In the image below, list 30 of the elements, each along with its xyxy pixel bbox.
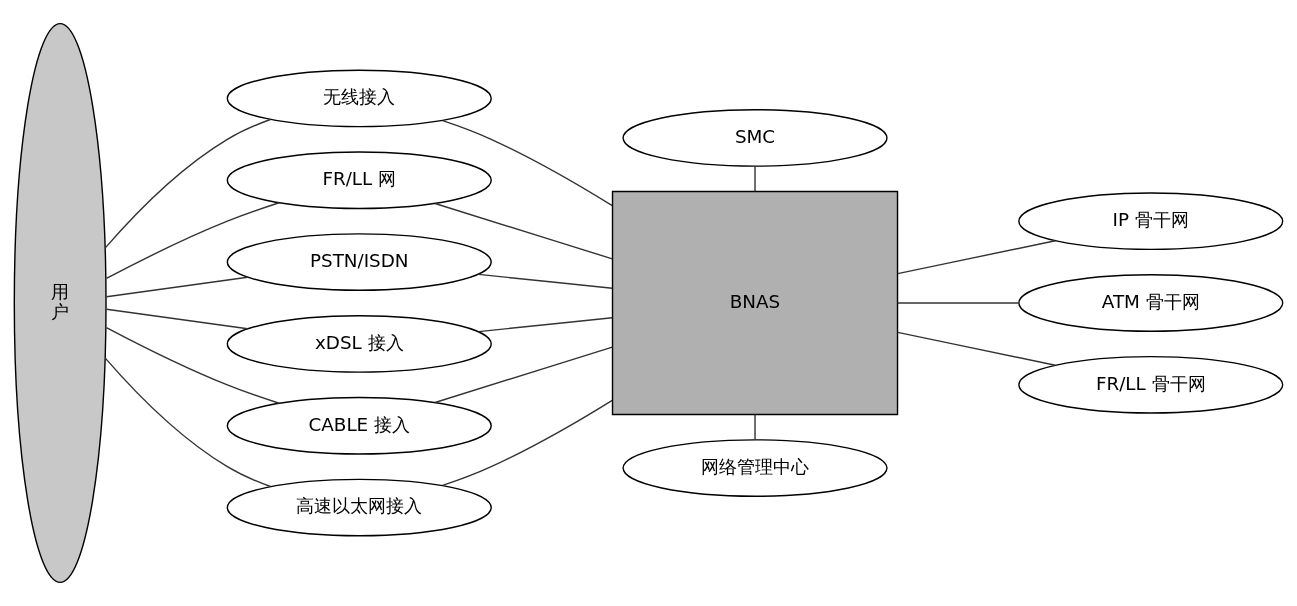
connector	[897, 302, 1020, 304]
connector	[441, 399, 613, 487]
connector	[754, 413, 756, 441]
connector	[434, 202, 614, 260]
node-ellipse: 用户	[13, 22, 107, 584]
connector	[441, 119, 613, 207]
connector	[105, 276, 249, 298]
node-ellipse: FR/LL 网	[226, 151, 492, 210]
connector	[897, 331, 1056, 366]
node-ellipse: 高速以太网接入	[226, 478, 492, 537]
connector	[434, 346, 614, 404]
connector	[105, 308, 249, 330]
node-ellipse: 无线接入	[226, 69, 492, 128]
connector	[477, 273, 613, 289]
connector	[105, 202, 280, 280]
node-ellipse: FR/LL 骨干网	[1018, 355, 1284, 414]
node-ellipse: xDSL 接入	[226, 315, 492, 373]
connector	[105, 326, 280, 404]
node-ellipse: ATM 骨干网	[1018, 274, 1284, 332]
node-ellipse: SMC	[622, 109, 888, 167]
node-ellipse: 网络管理中心	[622, 439, 888, 497]
node-ellipse: CABLE 接入	[226, 396, 492, 455]
connector	[104, 357, 272, 488]
node-ellipse: IP 骨干网	[1018, 192, 1284, 251]
node-ellipse: PSTN/ISDN	[226, 233, 492, 291]
connector	[754, 165, 756, 193]
node-box: BNAS	[611, 190, 899, 416]
connector	[477, 317, 613, 333]
connector	[104, 118, 272, 249]
connector	[897, 240, 1056, 275]
